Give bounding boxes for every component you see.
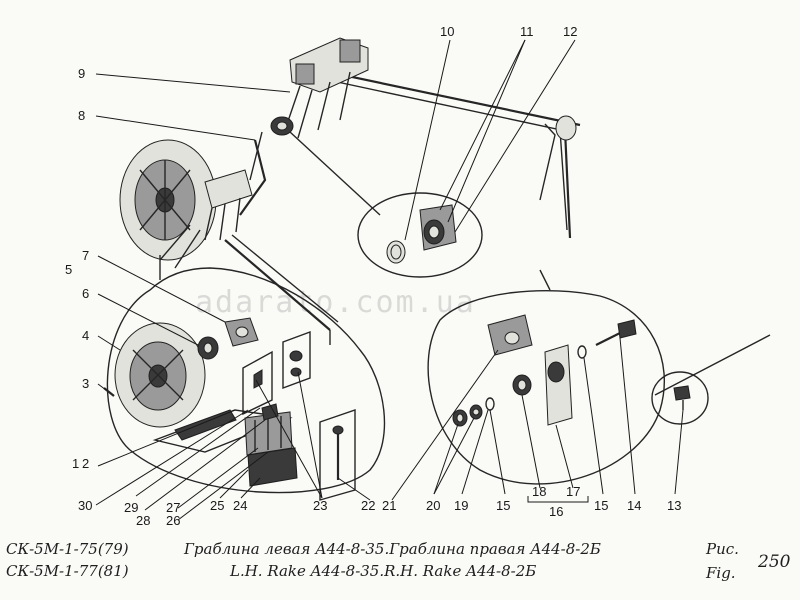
part-label-21: 21 (382, 498, 396, 513)
part-label-10: 10 (440, 24, 454, 39)
part-label-18: 18 (532, 484, 546, 499)
detail-nut-view (651, 371, 709, 425)
rake-assembly (119, 37, 581, 345)
part-label-12: 12 (563, 24, 577, 39)
figure-label-ru: Рис. (706, 540, 739, 558)
part-label-25: 25 (210, 498, 224, 513)
part-label-15a: 15 (496, 498, 510, 513)
figure-number: 250 (758, 552, 791, 572)
part-label-6: 6 (82, 286, 89, 301)
caption-russian: Граблина левая А44-8-35.Граблина правая … (184, 540, 601, 558)
part-label-20: 20 (426, 498, 440, 513)
part-label-14: 14 (627, 498, 641, 513)
part-label-16: 16 (549, 504, 563, 519)
part-label-15b: 15 (594, 498, 608, 513)
part-label-29: 29 (124, 500, 138, 515)
part-label-26: 26 (166, 513, 180, 525)
part-label-27: 27 (166, 500, 180, 515)
part-labels: 1 2 3 4 5 6 7 8 9 10 11 12 13 14 15 15 1… (65, 24, 681, 525)
detail-left-view (103, 255, 386, 501)
watermark-text: adarato.com.ua (195, 285, 476, 320)
parts-diagram: adarato.com.ua (65, 24, 771, 525)
model-code-1: СК-5М-1-75(79) (6, 540, 129, 558)
part-label-17: 17 (566, 484, 580, 499)
part-label-1: 1 (72, 456, 79, 471)
part-label-13: 13 (667, 498, 681, 513)
part-label-11: 11 (520, 24, 534, 39)
part-label-7: 7 (82, 248, 89, 263)
part-label-22: 22 (361, 498, 375, 513)
detail-right-view (427, 269, 771, 485)
caption-english: L.H. Rake A44-8-35.R.H. Rake A44-8-2Б (230, 562, 537, 580)
part-label-8: 8 (78, 108, 85, 123)
part-label-4: 4 (82, 328, 89, 343)
figure-footer: СК-5М-1-75(79) СК-5М-1-77(81) Граблина л… (0, 538, 800, 600)
part-label-19: 19 (454, 498, 468, 513)
part-label-5: 5 (65, 262, 72, 277)
part-label-3: 3 (82, 376, 89, 391)
part-label-28: 28 (136, 513, 150, 525)
detail-bearing-view (289, 131, 483, 278)
part-label-24: 24 (233, 498, 247, 513)
part-label-23: 23 (313, 498, 327, 513)
figure-label-en: Fig. (706, 564, 736, 582)
leader-lines (95, 39, 684, 521)
part-label-30: 30 (78, 498, 92, 513)
model-code-2: СК-5М-1-77(81) (6, 562, 129, 580)
part-label-9: 9 (78, 66, 85, 81)
part-label-2: 2 (82, 456, 89, 471)
